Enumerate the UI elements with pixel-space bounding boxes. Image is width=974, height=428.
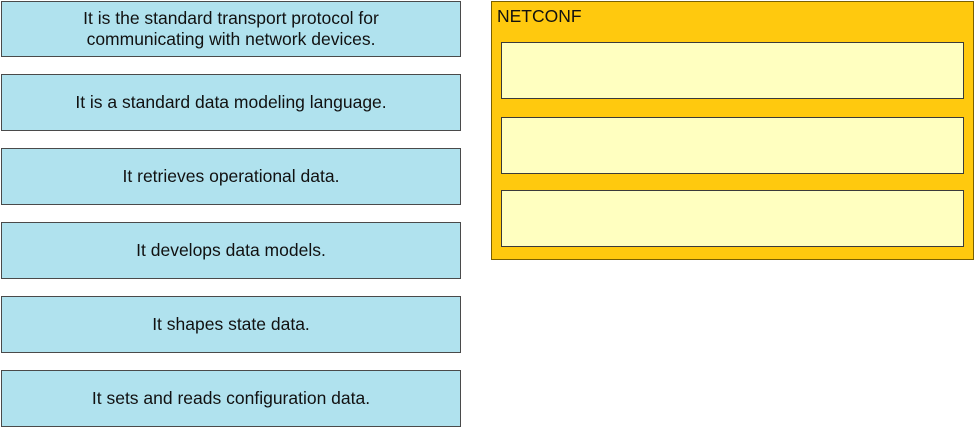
option-label: It is a standard data modeling language. — [75, 92, 387, 112]
target-title: NETCONF — [497, 6, 582, 26]
drop-slot-2[interactable] — [501, 117, 964, 174]
option-label: It is the standard transport protocol fo… — [83, 8, 379, 49]
option-label: It develops data models. — [136, 240, 326, 260]
option-transport-protocol[interactable]: It is the standard transport protocol fo… — [1, 1, 461, 57]
option-develops-data-models[interactable]: It develops data models. — [1, 222, 461, 279]
option-shapes-state-data[interactable]: It shapes state data. — [1, 296, 461, 353]
option-label: It retrieves operational data. — [122, 166, 340, 186]
option-retrieves-operational-data[interactable]: It retrieves operational data. — [1, 148, 461, 205]
drop-slot-3[interactable] — [501, 190, 964, 247]
netconf-target-panel: NETCONF — [491, 1, 974, 260]
drop-slot-1[interactable] — [501, 42, 964, 99]
option-label: It sets and reads configuration data. — [91, 388, 371, 408]
option-sets-reads-configuration[interactable]: It sets and reads configuration data. — [1, 370, 461, 427]
option-label: It shapes state data. — [152, 314, 310, 334]
answer-options: It is the standard transport protocol fo… — [0, 0, 464, 428]
option-data-modeling-language[interactable]: It is a standard data modeling language. — [1, 74, 461, 131]
